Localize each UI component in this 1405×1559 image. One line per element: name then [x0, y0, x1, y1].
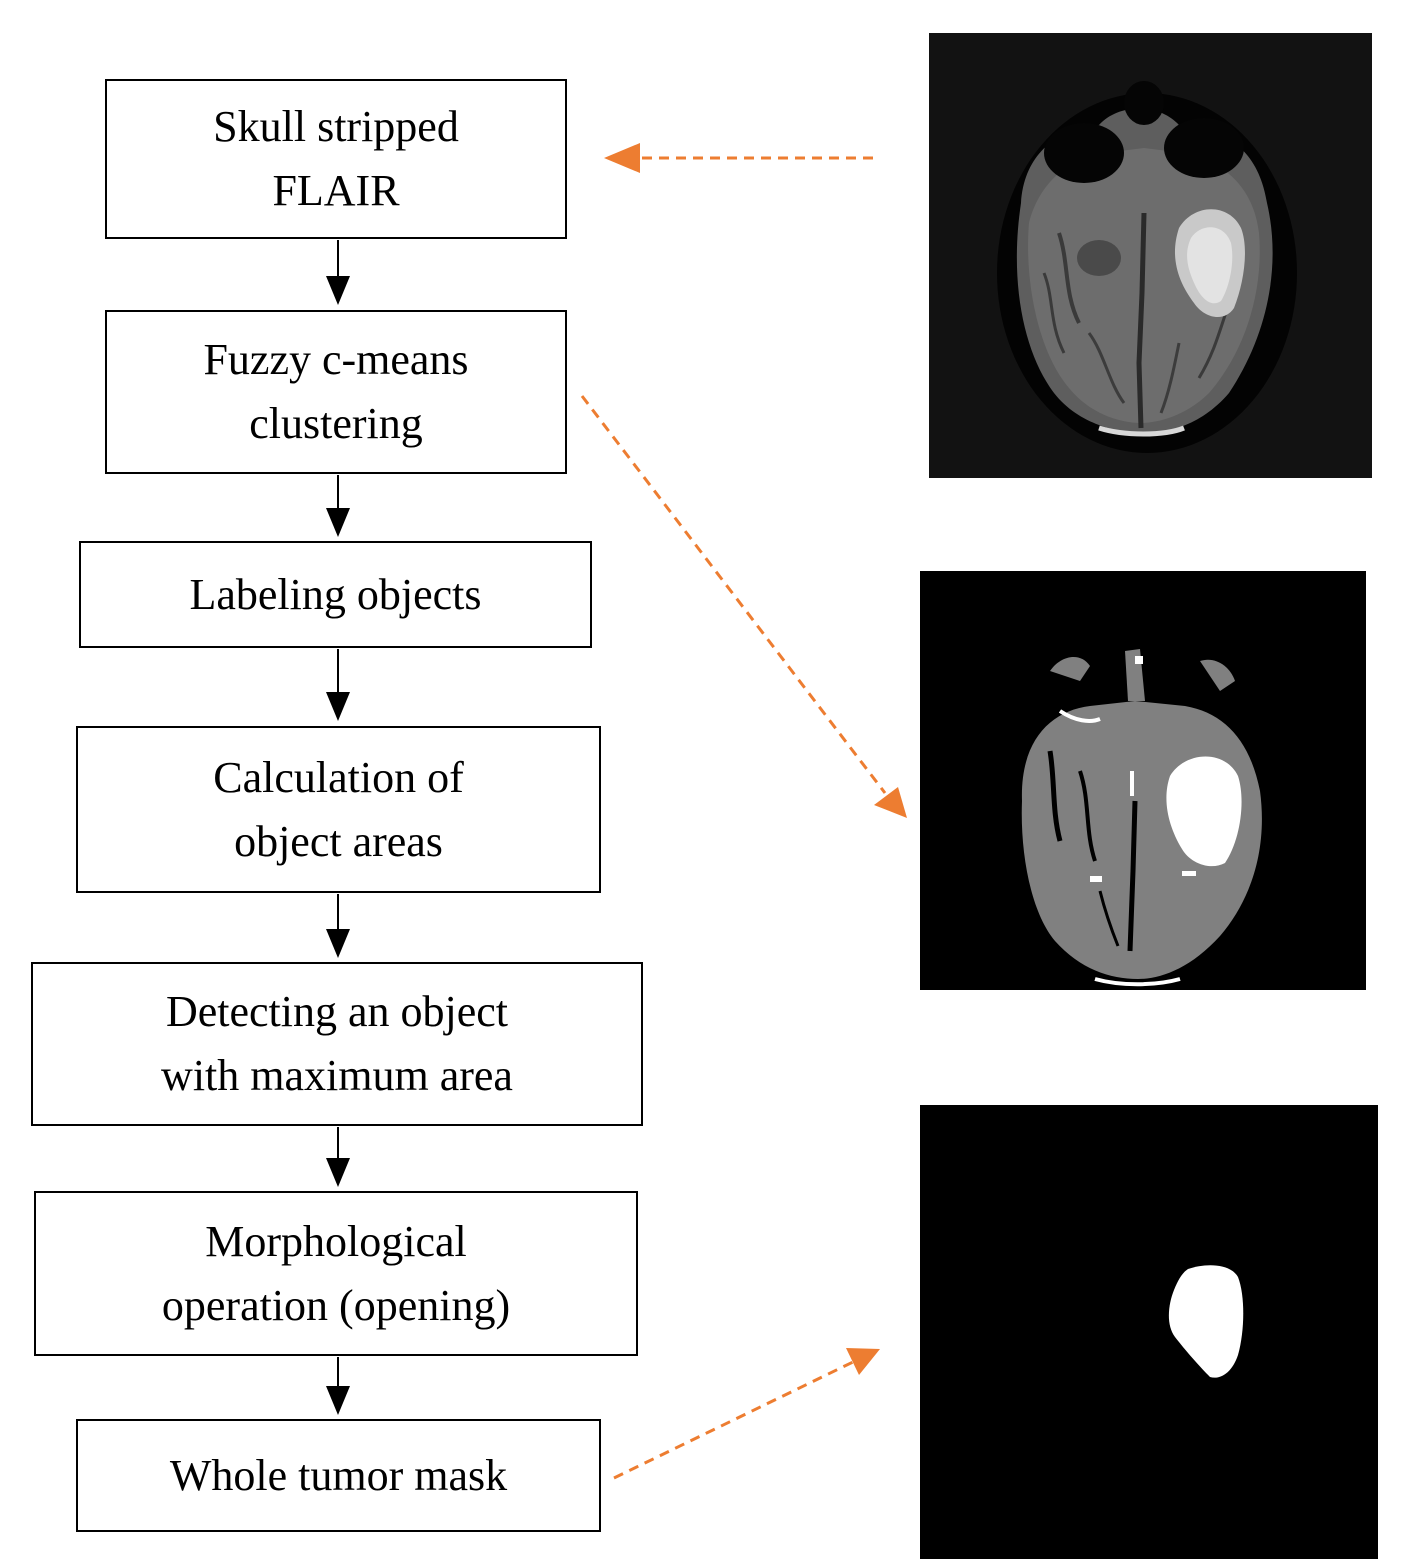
flow-arrow-6	[326, 1357, 350, 1415]
step-5-line-1: Detecting an object	[165, 987, 509, 1037]
step-detecting-max-area: Detecting an object with maximum area	[31, 962, 643, 1126]
step-5-line-2: with maximum area	[161, 1051, 513, 1100]
tumor-mask-graphic	[920, 1105, 1378, 1559]
step-4-line-1: Calculation of	[213, 752, 464, 802]
flair-mri-graphic	[929, 33, 1372, 478]
flow-arrow-3	[326, 649, 350, 721]
flair-mri-image	[929, 33, 1372, 478]
link-arrow-flair-to-step1	[604, 143, 873, 173]
link-arrow-step2-to-clustering	[580, 395, 907, 818]
flow-arrow-1	[326, 240, 350, 305]
flow-arrow-2	[326, 475, 350, 537]
step-4-line-2: object areas	[234, 816, 443, 866]
step-labeling-objects: Labeling objects	[79, 541, 592, 648]
step-morphological-opening: Morphological operation (opening)	[34, 1191, 638, 1356]
step-3-line-1: Labeling objects	[189, 569, 482, 619]
clustering-result-graphic	[920, 571, 1366, 990]
link-arrow-step7-to-mask	[613, 1348, 880, 1480]
step-skull-stripped-flair: Skull stripped FLAIR	[105, 79, 567, 239]
step-7-line-1: Whole tumor mask	[169, 1450, 508, 1500]
step-whole-tumor-mask: Whole tumor mask	[76, 1419, 601, 1532]
tumor-mask-image	[920, 1105, 1378, 1559]
step-1-line-2: FLAIR	[272, 166, 400, 215]
step-2-line-1: Fuzzy c-means	[203, 335, 469, 385]
flow-arrow-4	[326, 894, 350, 958]
step-calculation-object-areas: Calculation of object areas	[76, 726, 601, 893]
step-1-line-1: Skull stripped	[213, 102, 459, 152]
step-fuzzy-c-means: Fuzzy c-means clustering	[105, 310, 567, 474]
step-6-line-2: operation (opening)	[161, 1280, 511, 1330]
clustering-result-image	[920, 571, 1366, 990]
flow-arrow-5	[326, 1127, 350, 1187]
step-2-line-2: clustering	[249, 399, 423, 448]
step-6-line-1: Morphological	[205, 1216, 467, 1266]
